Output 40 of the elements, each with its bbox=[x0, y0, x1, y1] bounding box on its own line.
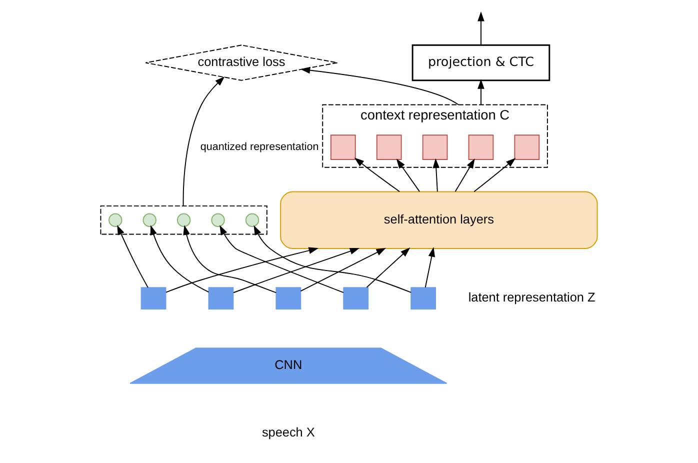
label: speech X bbox=[261, 426, 314, 440]
arrow bbox=[424, 247, 434, 288]
node-box bbox=[410, 287, 436, 310]
arrow bbox=[182, 225, 276, 294]
arrow bbox=[454, 158, 474, 192]
node-circle bbox=[142, 213, 156, 227]
arrow bbox=[432, 158, 440, 192]
arrow bbox=[300, 248, 386, 292]
arrow bbox=[300, 66, 458, 106]
arrow bbox=[182, 76, 224, 206]
arrow bbox=[477, 79, 484, 106]
edge-label: quantized representation bbox=[200, 141, 318, 154]
arrow bbox=[473, 158, 516, 192]
node-circle bbox=[176, 213, 190, 227]
arrow bbox=[116, 224, 148, 288]
node-box bbox=[140, 287, 166, 310]
arrow bbox=[354, 158, 400, 192]
node-circle bbox=[108, 213, 122, 227]
arrow bbox=[232, 248, 360, 294]
node-circle bbox=[210, 213, 224, 227]
node-box bbox=[275, 287, 301, 310]
arrow bbox=[165, 247, 318, 293]
node-box bbox=[330, 134, 356, 160]
node-diamond: contrastive loss bbox=[144, 44, 338, 81]
node-box bbox=[376, 134, 402, 160]
node-box: self-attention layers bbox=[280, 191, 598, 249]
arrow bbox=[219, 225, 344, 294]
arrow bbox=[477, 11, 484, 46]
node-box bbox=[422, 134, 448, 160]
node-circle bbox=[244, 213, 259, 227]
label: latent representation Z bbox=[468, 290, 595, 305]
node-box bbox=[514, 134, 540, 160]
node-box bbox=[208, 287, 234, 310]
node-box bbox=[468, 134, 494, 160]
arrow bbox=[366, 247, 410, 288]
node-box: projection & CTC bbox=[411, 44, 550, 82]
arrow bbox=[396, 158, 420, 192]
arrow bbox=[253, 225, 412, 293]
arrow bbox=[150, 225, 209, 293]
node-box bbox=[342, 287, 368, 310]
